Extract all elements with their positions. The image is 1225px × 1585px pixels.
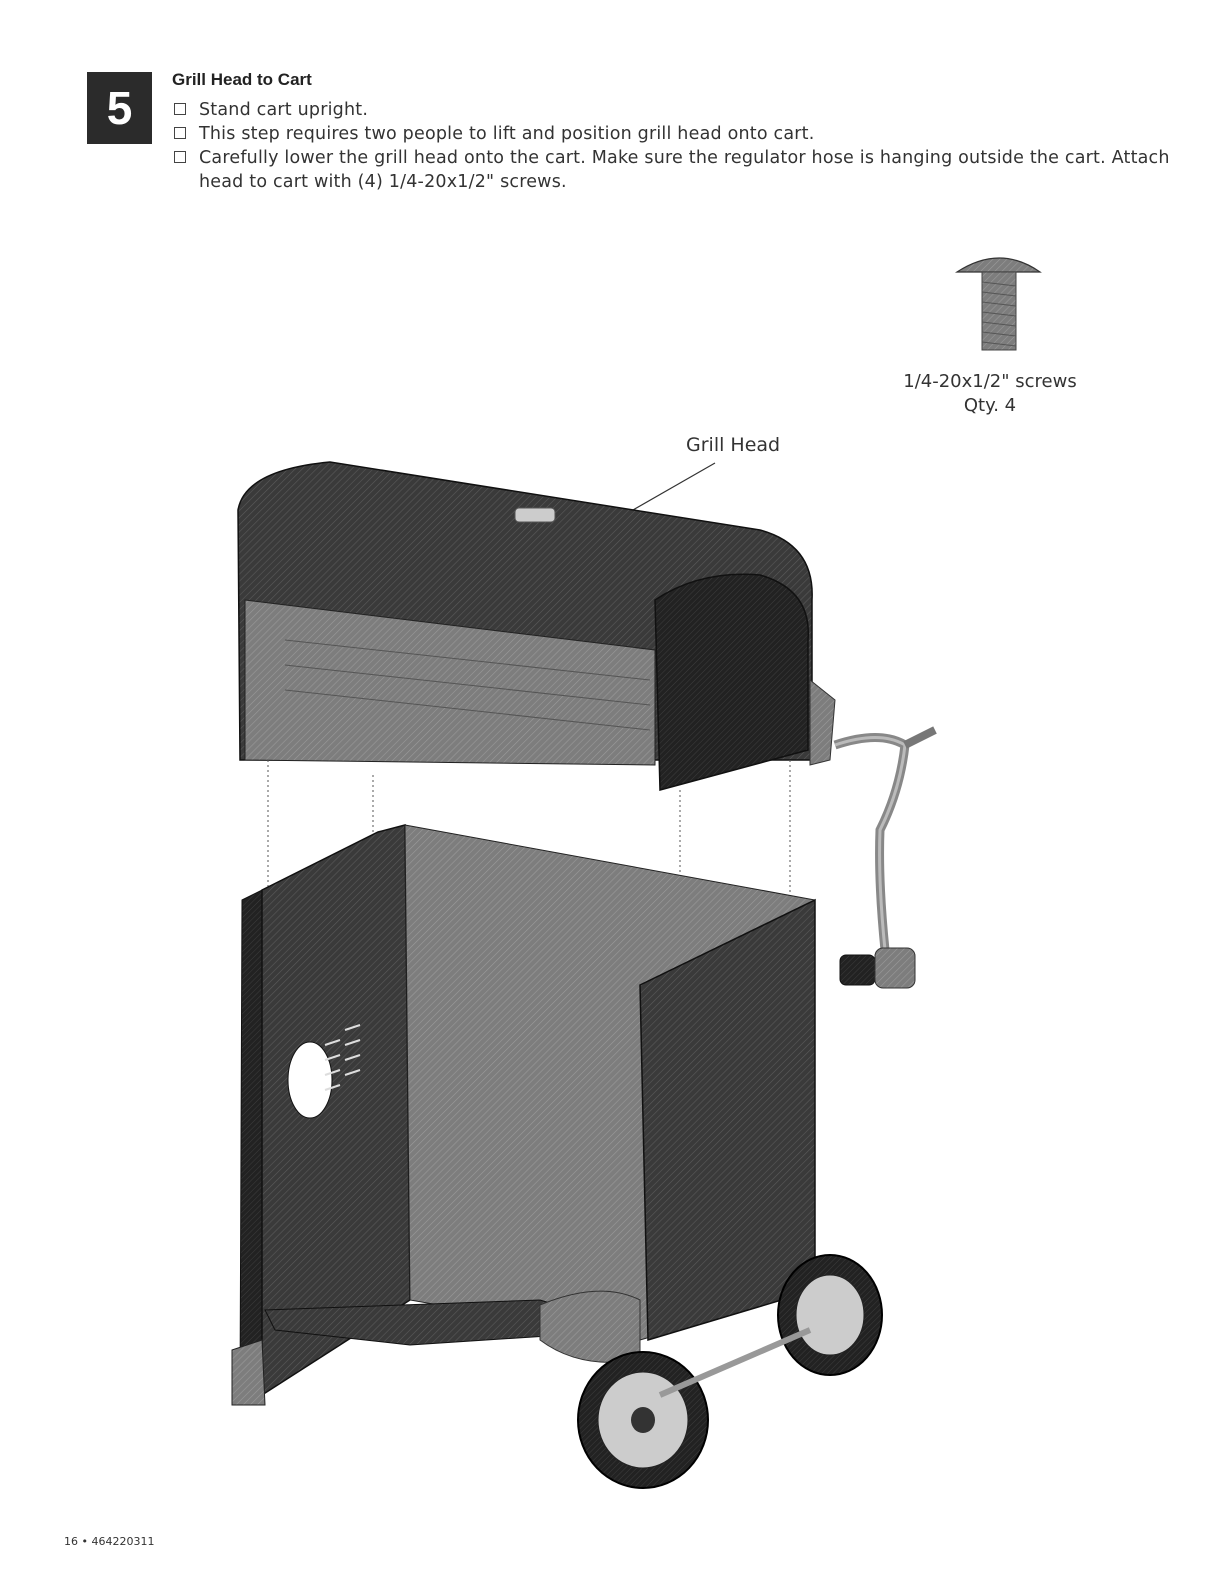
instruction-text: This step requires two people to lift an… <box>199 124 815 144</box>
cart <box>231 824 816 1406</box>
grill-head <box>237 461 836 791</box>
checkbox-icon[interactable] <box>174 103 186 115</box>
regulator-hose <box>833 726 937 989</box>
instruction-item: Stand cart upright. <box>174 98 1184 122</box>
hardware-caption: 1/4-20x1/2" screws Qty. 4 <box>880 370 1100 418</box>
hardware-qty: Qty. 4 <box>963 395 1017 416</box>
instruction-text: Stand cart upright. <box>199 100 369 120</box>
grill-head-callout: Grill Head <box>686 434 781 456</box>
checkbox-icon[interactable] <box>174 127 186 139</box>
wheel <box>777 1254 883 1376</box>
hardware-name: 1/4-20x1/2" screws <box>903 371 1077 392</box>
page-footer: 16 • 464220311 <box>64 1535 155 1548</box>
instruction-item: Carefully lower the grill head onto the … <box>174 146 1184 194</box>
step-number-badge: 5 <box>87 72 152 144</box>
instruction-text: Carefully lower the grill head onto the … <box>199 148 1170 192</box>
wheel <box>577 1351 709 1489</box>
step-title: Grill Head to Cart <box>172 70 312 89</box>
screw-icon <box>954 257 1042 351</box>
axle <box>658 1327 812 1398</box>
checkbox-icon[interactable] <box>174 151 186 163</box>
instruction-list: Stand cart upright. This step requires t… <box>174 98 1184 194</box>
instruction-item: This step requires two people to lift an… <box>174 122 1184 146</box>
